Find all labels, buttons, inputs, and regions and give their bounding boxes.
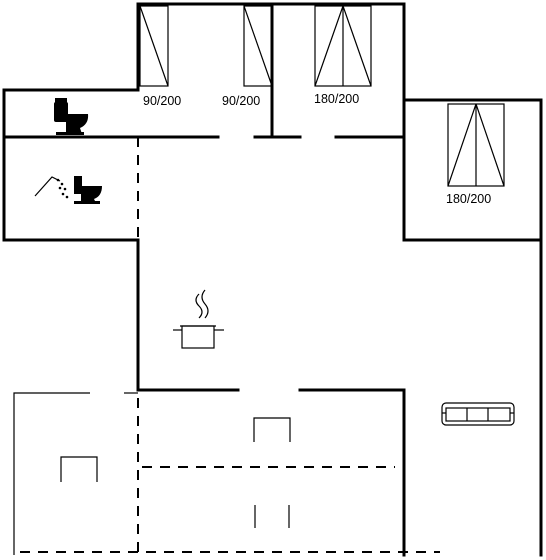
- bed-double-2: [447, 103, 505, 187]
- bed-label-bedroom-2: 90/200: [222, 94, 260, 108]
- terrace-lines: [13, 137, 440, 555]
- bed-single-1: [139, 5, 169, 87]
- cooking-pot-icon: [173, 289, 224, 349]
- south-east-wall: [298, 388, 406, 557]
- bed-label-bedroom-1: 90/200: [143, 94, 181, 108]
- sofa-icon: [441, 402, 515, 426]
- north-walls: [136, 2, 543, 557]
- bed-single-2: [243, 5, 273, 87]
- bed-label-bedroom-4: 180/200: [446, 192, 491, 206]
- bedroom-4-wall: [402, 98, 543, 242]
- bathroom-west-walls: [2, 88, 140, 392]
- table-icon: [60, 456, 98, 482]
- bed-label-bedroom-3: 180/200: [314, 92, 359, 106]
- bed-double-1: [314, 5, 372, 87]
- table-legs: [254, 505, 290, 528]
- toilet-icon: [54, 98, 89, 135]
- shower-icon: [34, 176, 69, 199]
- table-icon: [253, 417, 291, 442]
- terrace-outline: [13, 392, 90, 555]
- toilet-icon: [74, 176, 102, 204]
